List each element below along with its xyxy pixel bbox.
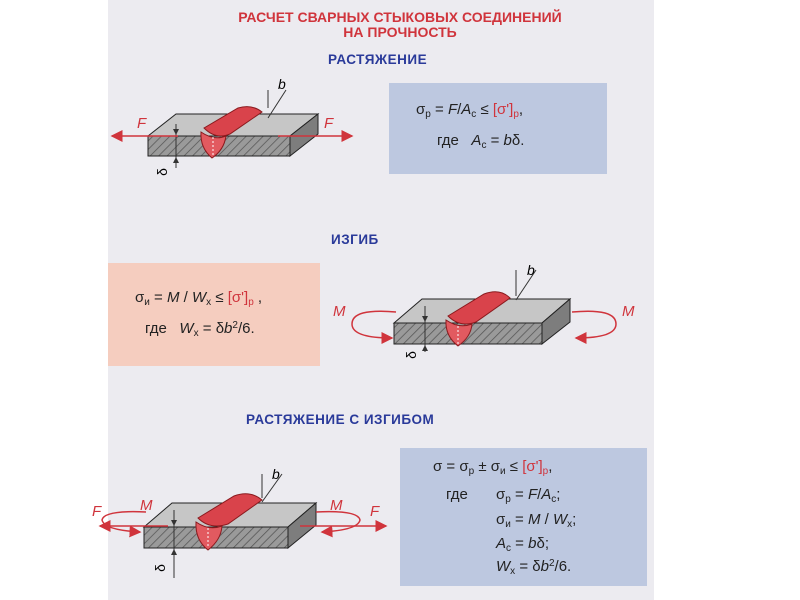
weld-bead <box>447 291 511 325</box>
page-title-line-1: РАСЧЕТ СВАРНЫХ СТЫКОВЫХ СОЕДИНЕНИЙ <box>238 9 562 25</box>
label-moment-right: M <box>330 497 343 514</box>
label-width-b: b <box>527 262 535 278</box>
formula-box-tension: σр = F/Aс ≤ [σ']р, где Aс = bδ. <box>389 83 607 174</box>
label-force-right: F <box>370 503 380 520</box>
formula-tension-line-2: где Aс = bδ. <box>437 132 525 151</box>
label-moment-left: M <box>140 497 153 514</box>
formula-combined-line-3: σи = M / Wx; <box>496 511 577 530</box>
weld-bead <box>203 106 263 137</box>
label-moment-left: M <box>333 303 346 320</box>
moment-arrow-right <box>571 310 617 344</box>
label-force-right: F <box>324 115 334 132</box>
weld-bead <box>197 493 263 527</box>
label-thickness: δ <box>151 564 168 572</box>
label-force-left: F <box>137 115 147 132</box>
label-moment-right: M <box>622 303 635 320</box>
formula-box-bending: σи = M / Wx ≤ [σ']р , где Wx = δb2/6. <box>108 263 320 366</box>
formula-tension-line-1: σр = F/Aс ≤ [σ']р, <box>416 101 524 120</box>
heading-combined: РАСТЯЖЕНИЕ С ИЗГИБОМ <box>246 412 435 427</box>
moment-arrow-right <box>315 510 361 538</box>
moment-arrow-left <box>351 310 397 344</box>
formula-combined-where: где <box>446 486 468 503</box>
formula-combined-line-5: Wx = δb2/6. <box>496 558 572 577</box>
formula-combined-line-4: Aс = bδ; <box>496 535 549 554</box>
formula-bending-line-1: σи = M / Wx ≤ [σ']р , <box>135 289 263 308</box>
label-width-b: b <box>272 466 280 482</box>
formula-combined-line-1: σ = σр ± σи ≤ [σ']р, <box>433 458 553 477</box>
heading-tension: РАСТЯЖЕНИЕ <box>328 52 428 67</box>
weld-section <box>445 319 473 347</box>
heading-bending: ИЗГИБ <box>331 232 379 247</box>
formula-box-combined: σ = σр ± σи ≤ [σ']р, где σр = F/Aс; σи =… <box>400 448 647 586</box>
label-width-b: b <box>278 76 286 92</box>
moment-arrow-left <box>101 510 147 538</box>
label-force-left: F <box>92 503 102 520</box>
page-title-line-2: НА ПРОЧНОСТЬ <box>343 24 457 40</box>
formula-bending-line-2: где Wx = δb2/6. <box>145 320 255 339</box>
weld-section <box>195 521 223 551</box>
formula-combined-line-2: σр = F/Aс; <box>496 486 561 505</box>
